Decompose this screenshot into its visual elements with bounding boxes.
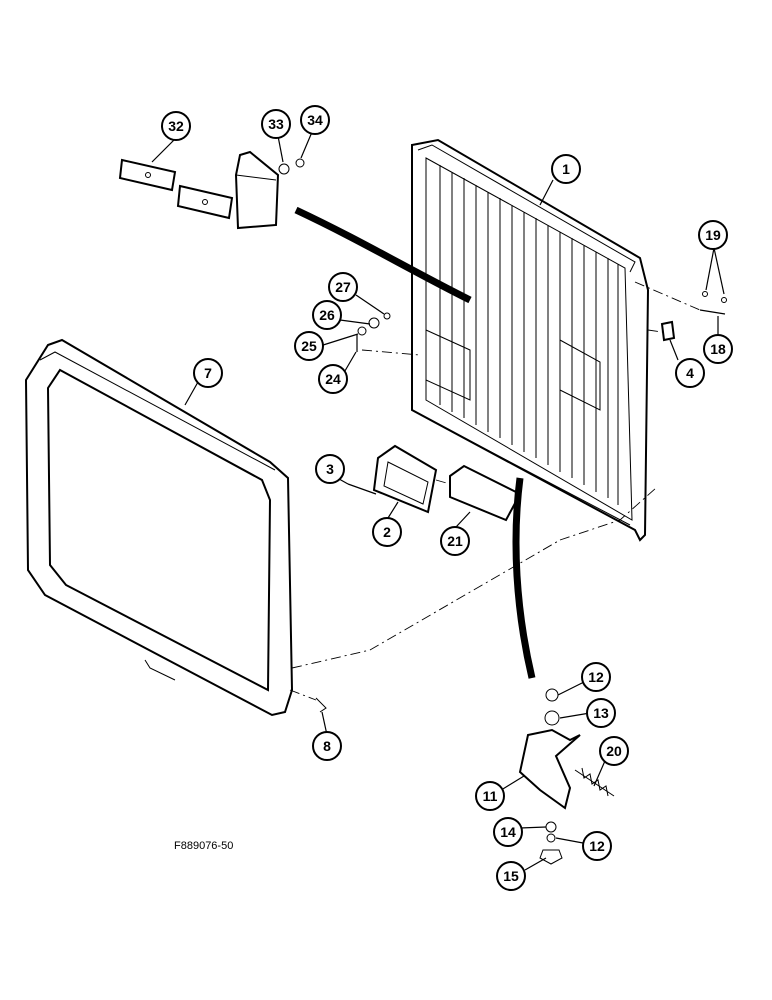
svg-text:18: 18 [710, 341, 726, 357]
svg-text:27: 27 [335, 279, 351, 295]
callout-26: 26 [312, 300, 342, 330]
filter-pad-part-21 [449, 464, 522, 522]
svg-text:7: 7 [204, 365, 212, 381]
mount-bracket [234, 150, 280, 230]
callout-4: 4 [675, 358, 705, 388]
callout-34: 34 [300, 105, 330, 135]
callout-25: 25 [294, 331, 324, 361]
callout-1: 1 [551, 154, 581, 184]
washer-33 [278, 163, 290, 175]
svg-text:14: 14 [500, 824, 516, 840]
callout-32: 32 [161, 111, 191, 141]
svg-text:12: 12 [588, 669, 604, 685]
callout-20: 20 [599, 736, 629, 766]
reference-lines [289, 281, 701, 701]
callout-12-upper: 12 [581, 662, 611, 692]
svg-text:25: 25 [301, 338, 317, 354]
leader-lines [151, 131, 725, 871]
svg-text:3: 3 [326, 461, 334, 477]
callout-8: 8 [312, 731, 342, 761]
clip-19b [721, 297, 727, 303]
callout-15: 15 [496, 861, 526, 891]
callout-3: 3 [315, 454, 345, 484]
reference-arrow-lower [512, 477, 536, 679]
svg-text:8: 8 [323, 738, 331, 754]
callout-2: 2 [372, 517, 402, 547]
pin-18 [699, 309, 726, 315]
svg-text:33: 33 [268, 116, 284, 132]
fastener-8 [315, 697, 327, 713]
callout-19: 19 [698, 220, 728, 250]
nut-34 [295, 158, 305, 168]
callout-14: 14 [493, 817, 523, 847]
radiator-screen-part-1 [411, 138, 650, 542]
figure-code: F889076-50 [174, 840, 233, 852]
grille-frame-part-7 [24, 338, 294, 717]
svg-text:1: 1 [562, 161, 570, 177]
svg-text:20: 20 [606, 743, 622, 759]
callout-11: 11 [475, 781, 505, 811]
svg-text:12: 12 [589, 838, 605, 854]
callout-24: 24 [318, 364, 348, 394]
svg-text:15: 15 [503, 868, 519, 884]
bracket-4 [660, 320, 676, 342]
hardware-24-27 [356, 312, 391, 352]
svg-text:21: 21 [447, 533, 463, 549]
callout-12-lower: 12 [582, 831, 612, 861]
callout-27: 27 [328, 272, 358, 302]
svg-text:4: 4 [686, 365, 694, 381]
svg-text:19: 19 [705, 227, 721, 243]
svg-text:11: 11 [483, 788, 498, 804]
svg-text:26: 26 [319, 307, 335, 323]
svg-text:2: 2 [383, 524, 391, 540]
callout-13: 13 [586, 698, 616, 728]
svg-text:32: 32 [168, 118, 184, 134]
clip-3 [347, 483, 377, 495]
svg-text:34: 34 [307, 112, 323, 128]
callout-18: 18 [703, 334, 733, 364]
bracket-plates-part-32 [118, 158, 234, 220]
clip-19a [702, 291, 708, 297]
svg-text:13: 13 [593, 705, 609, 721]
callout-7: 7 [193, 358, 223, 388]
svg-text:24: 24 [325, 371, 341, 387]
reference-arrow-upper [294, 206, 472, 304]
callout-21: 21 [440, 526, 470, 556]
callout-33: 33 [261, 109, 291, 139]
latch-plate-part-2 [372, 444, 438, 514]
